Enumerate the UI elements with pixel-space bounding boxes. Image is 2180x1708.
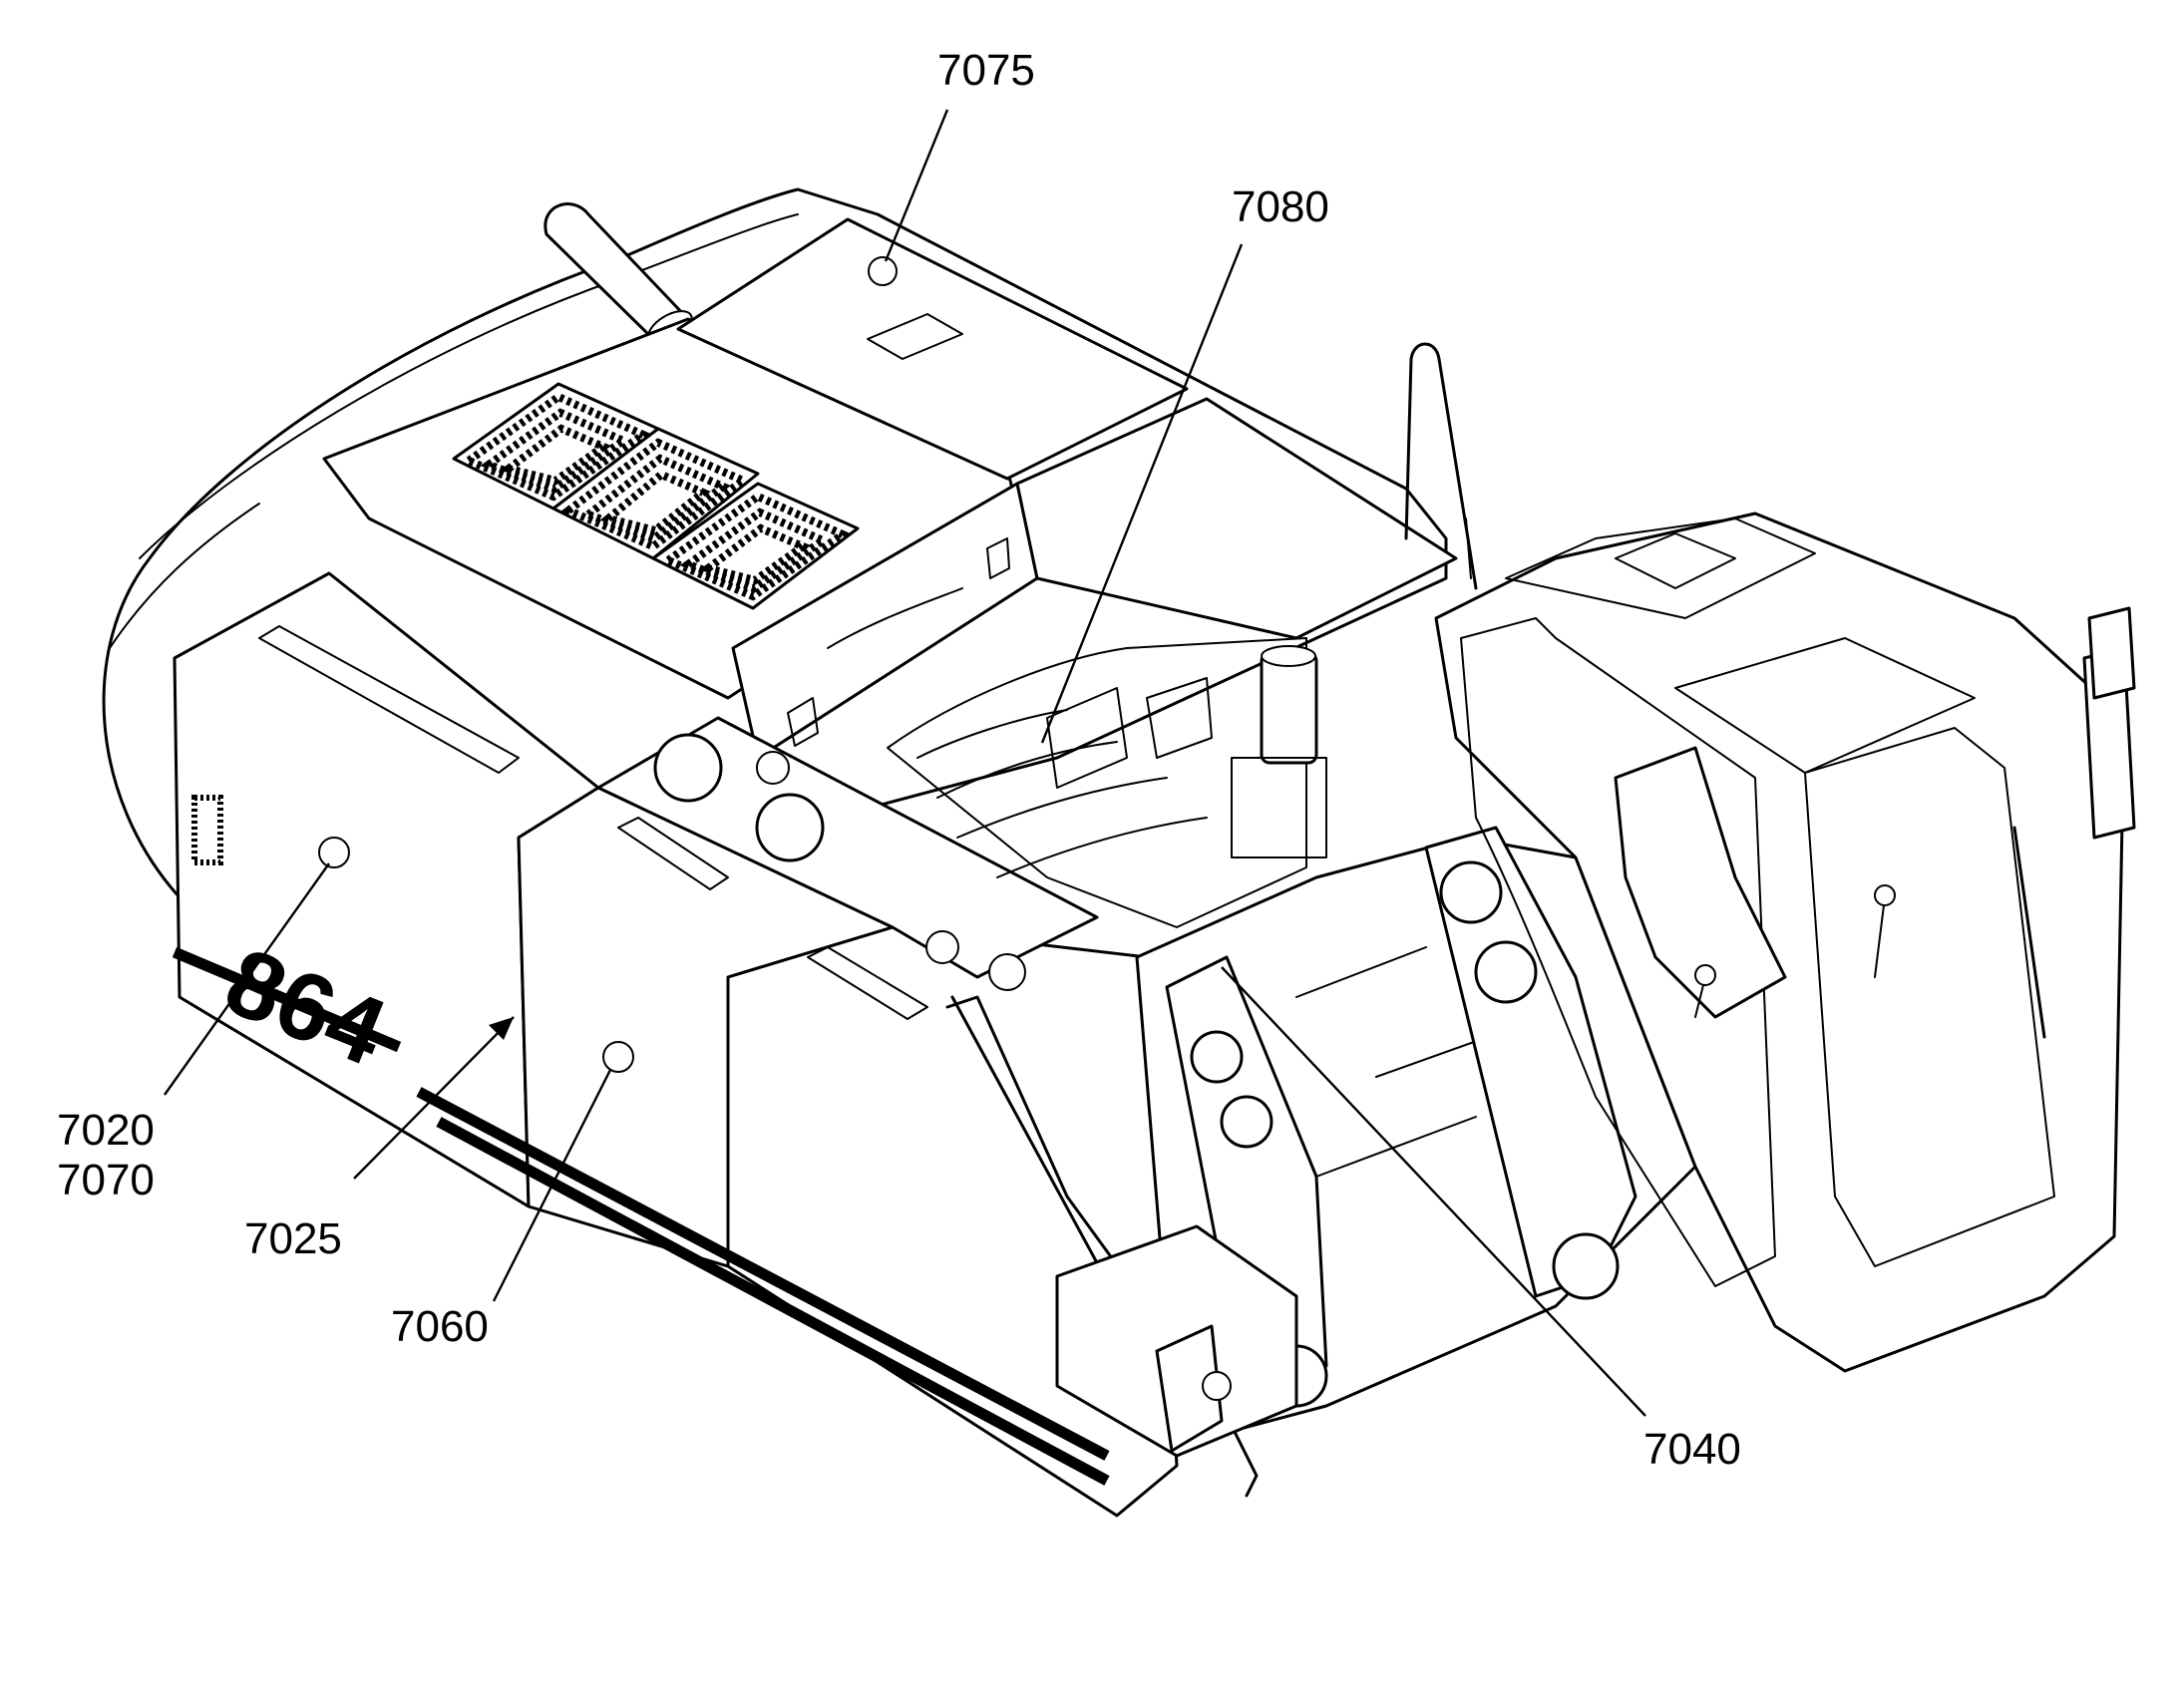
callout-7080: 7080 (1232, 182, 1329, 231)
callout-7025: 7025 (244, 1214, 342, 1263)
callout-7075: 7075 (937, 46, 1035, 95)
filler-cap-2 (755, 793, 825, 862)
cab-front-window (1804, 727, 2055, 1267)
leader-7025 (353, 1016, 515, 1180)
handrail (1404, 342, 1478, 590)
cab-roof (1505, 517, 1816, 619)
decal-stripe-1 (416, 1087, 1110, 1461)
engine-compartment (887, 637, 1307, 928)
tank-top (596, 716, 1099, 979)
counterweight-inner-edge (139, 213, 799, 559)
exhaust-pipe (544, 202, 690, 341)
decal-stripe-3 (172, 946, 402, 1053)
grille-right (651, 482, 860, 610)
tag-7020-marker (318, 837, 350, 868)
leader-7075 (884, 109, 949, 262)
filter-canister (1260, 651, 1318, 765)
grille-middle (551, 427, 760, 560)
leader-lines (164, 109, 1646, 1417)
leader-7080 (1040, 243, 1244, 744)
callout-7020: 7020 (57, 1106, 155, 1155)
tag-7060-marker (602, 1041, 634, 1073)
engine-hood-front (676, 217, 1189, 481)
callout-7060: 7060 (391, 1302, 489, 1351)
leader-7020 (164, 862, 330, 1096)
wiper-blade (2012, 826, 2046, 1039)
callout-labels: 7075 7080 7020 7070 7025 7060 7040 (57, 46, 1741, 1474)
boom-bracket-right (1424, 826, 1637, 1298)
filler-cap-1 (653, 733, 723, 803)
side-vent (191, 795, 223, 865)
leader-7025-arrowhead (489, 1017, 514, 1040)
cab-side-window (1460, 617, 1776, 1287)
step-handle (1155, 1324, 1224, 1453)
callout-7040: 7040 (1643, 1425, 1741, 1474)
machine-drawing: 864 (102, 187, 2136, 1518)
leader-7060 (492, 1069, 612, 1302)
side-door-right (726, 925, 1179, 1518)
operator-seat (1614, 746, 1787, 1019)
leader-7040 (1221, 966, 1646, 1417)
decal-stripe-2 (436, 1117, 1110, 1486)
callout-7070: 7070 (57, 1156, 155, 1204)
